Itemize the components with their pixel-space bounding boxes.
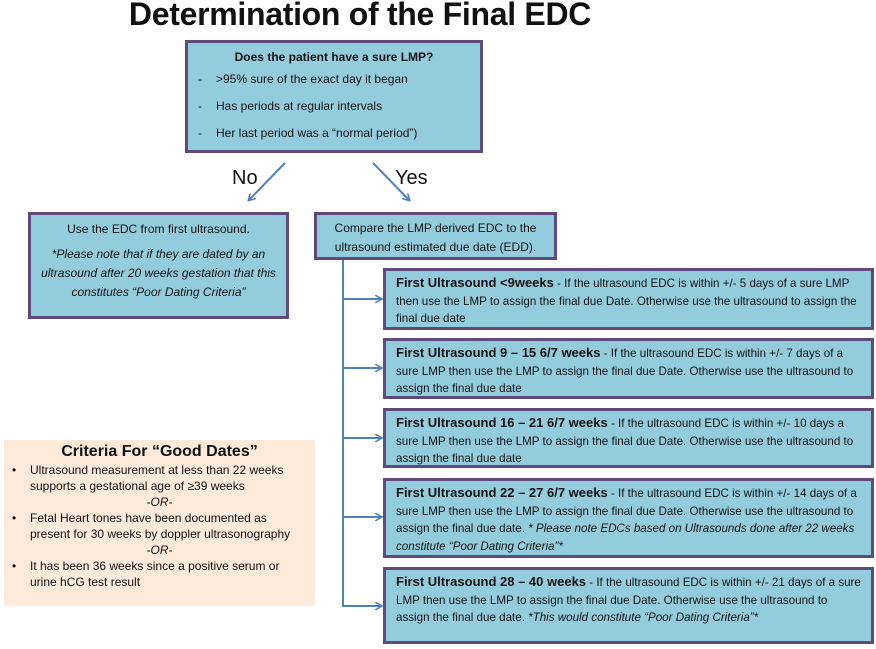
no-branch-note: *Please note that if they are dated by a… [41, 247, 276, 299]
good-dates-criteria-box: Criteria For “Good Dates” •Ultrasound me… [4, 440, 315, 606]
rule-heading: First Ultrasound <9weeks [396, 275, 554, 290]
list-item: ->95% sure of the exact day it began [198, 72, 408, 86]
ultrasound-rule-box: First Ultrasound 16 – 21 6/7 weeks - If … [383, 408, 874, 468]
rule-text: - If the ultrasound EDC is within +/- 14… [396, 487, 857, 535]
ultrasound-rule-box: First Ultrasound 22 – 27 6/7 weeks - If … [383, 478, 874, 558]
lmp-question-box: Does the patient have a sure LMP? ->95% … [185, 40, 483, 153]
no-branch-text: Use the EDC from first ultrasound. [67, 222, 250, 236]
rule-heading: First Ultrasound 22 – 27 6/7 weeks [396, 485, 608, 500]
or-separator: -OR- [146, 543, 173, 557]
or-separator: -OR- [146, 495, 173, 509]
yes-arrow [372, 162, 409, 200]
yes-branch-text: Compare the LMP derived EDC to the ultra… [334, 221, 537, 254]
no-branch-box: Use the EDC from first ultrasound. *Plea… [28, 212, 289, 319]
no-label: No [232, 167, 258, 189]
rule-heading: First Ultrasound 16 – 21 6/7 weeks [396, 415, 608, 430]
yes-branch-box: Compare the LMP derived EDC to the ultra… [314, 212, 557, 260]
rule-text: - If the ultrasound EDC is within +/- 5 … [396, 277, 857, 325]
list-item: •It has been 36 weeks since a positive s… [12, 559, 280, 589]
ultrasound-rule-box: First Ultrasound 28 – 40 weeks - If the … [383, 567, 874, 644]
list-item: -Has periods at regular intervals [198, 99, 383, 113]
yes-label: Yes [395, 167, 428, 189]
rule-heading: First Ultrasound 28 – 40 weeks [396, 574, 587, 589]
rule-note: * Please note EDCs based on Ultrasounds … [396, 522, 855, 553]
rule-text: - If the ultrasound EDC is within +/- 7 … [396, 347, 854, 395]
no-arrow [249, 162, 286, 200]
list-item: •Ultrasound measurement at less than 22 … [12, 463, 284, 493]
rule-note: *This would constitute “Poor Dating Crit… [528, 611, 759, 624]
rule-text: - If the ultrasound EDC is within +/- 10… [396, 417, 854, 465]
ultrasound-rule-box: First Ultrasound <9weeks - If the ultras… [383, 268, 874, 330]
page-title: Determination of the Final EDC [128, 0, 592, 32]
criteria-title: Criteria For “Good Dates” [61, 443, 258, 460]
lmp-question: Does the patient have a sure LMP? [234, 50, 434, 64]
list-item: •Fetal Heart tones have been documented … [12, 511, 291, 541]
rule-heading: First Ultrasound 9 – 15 6/7 weeks [396, 345, 601, 360]
list-item: -Her last period was a “normal period”) [198, 126, 418, 140]
ultrasound-rule-box: First Ultrasound 9 – 15 6/7 weeks - If t… [383, 338, 874, 399]
rule-text: - If the ultrasound EDC is within +/- 21… [396, 576, 861, 624]
